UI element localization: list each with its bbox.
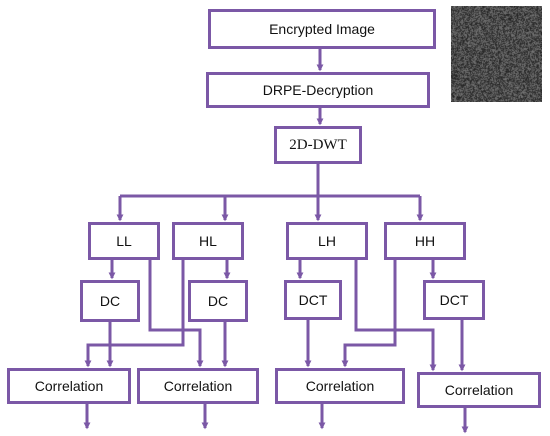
correlation-box-2: Correlation bbox=[137, 368, 259, 404]
dct-box-1: DCT bbox=[284, 280, 342, 320]
connector-ll-cross bbox=[148, 260, 204, 368]
correlation-box-1: Correlation bbox=[7, 368, 131, 404]
dwt-box: 2D-DWT bbox=[274, 126, 362, 164]
hl-box: HL bbox=[172, 222, 244, 260]
connector-hl-cross bbox=[84, 260, 185, 368]
dct-box-2: DCT bbox=[423, 280, 485, 320]
drpe-decryption-box: DRPE-Decryption bbox=[206, 72, 430, 108]
ll-box: LL bbox=[88, 222, 160, 260]
encrypted-image-box: Encrypted Image bbox=[208, 9, 436, 49]
encrypted-noise-image bbox=[451, 6, 542, 102]
correlation-box-3: Correlation bbox=[275, 368, 405, 404]
dc-box-1: DC bbox=[80, 280, 140, 322]
lh-box: LH bbox=[286, 222, 368, 260]
correlation-box-4: Correlation bbox=[417, 372, 541, 408]
hh-box: HH bbox=[384, 222, 466, 260]
connector-hh-cross bbox=[341, 260, 397, 368]
dc-box-2: DC bbox=[188, 280, 248, 322]
